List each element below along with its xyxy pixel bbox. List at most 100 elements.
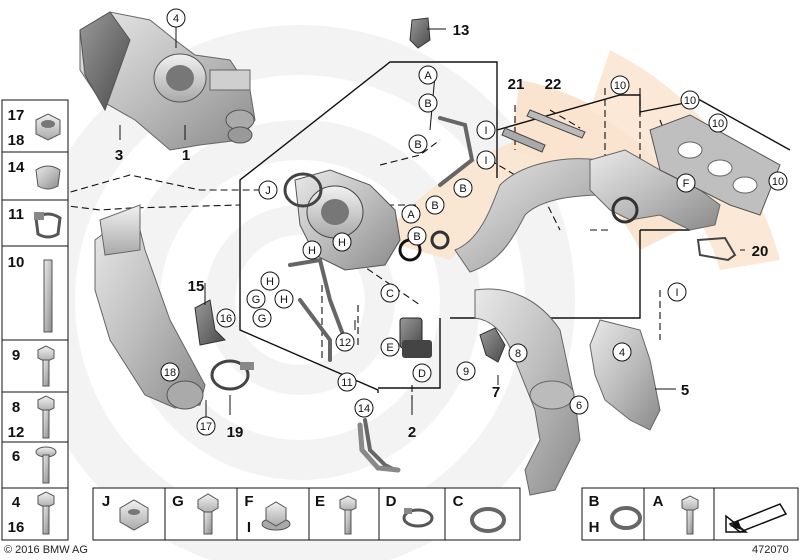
stud-bolt-icon [43,259,53,333]
callout-9: 9 [463,366,469,378]
side-label-6: 6 [12,448,20,465]
bottom-label-g: G [172,493,184,510]
seal-ring-icon-b [610,506,642,530]
side-label-10: 10 [8,254,25,271]
letter-d: D [418,368,426,380]
callout-4-mid: 4 [619,347,625,359]
side-label-18: 18 [8,132,25,149]
bottom-label-h: H [589,519,600,536]
side-label-14: 14 [8,159,25,176]
side-label-11: 11 [8,206,24,223]
letter-f: F [683,178,690,190]
side-label-4: 4 [12,494,21,511]
side-panel-labels: 17 18 14 11 10 9 8 12 6 4 16 [8,107,25,536]
hex-bolt-icon-e [339,495,357,535]
callout-11: 11 [341,377,352,389]
bottom-label-i: I [247,519,251,536]
hex-bolt-icon-9 [37,345,55,387]
callout-10-b: 10 [684,95,696,107]
catalytic-converter [94,204,206,410]
number-callouts: 1 2 3 5 7 13 15 19 20 21 22 [115,22,769,441]
letter-b-bottom: B [413,231,420,243]
side-label-17: 17 [8,107,25,124]
hex-bolt-icon-4 [37,491,55,535]
callout-13: 13 [453,22,470,39]
bracket-part-20 [696,236,737,262]
torx-bolt-icon-6 [35,446,57,484]
letter-g-b: G [258,313,267,325]
letter-h-a: H [338,237,346,249]
letter-h-d: H [280,294,288,306]
callout-7: 7 [492,384,500,401]
callout-12: 12 [339,337,351,349]
bottom-label-d: D [386,493,397,510]
clamp-part-19 [210,359,254,391]
circled-letter-labels: A B B I I B B A B J H H H H G G C E D F … [252,70,690,380]
banjo-bolt-icon-a [681,495,699,535]
callout-5: 5 [681,382,689,399]
flange-nut-icon-f [261,501,291,531]
valve-part-e [399,317,432,358]
letter-h-b: H [308,245,316,257]
callout-10-c: 10 [712,118,724,130]
callout-21: 21 [508,76,525,93]
bottom-parts-panel [92,487,521,541]
seal-ring-icon-c [470,507,506,533]
letter-a-top: A [424,70,432,82]
diagram-number: 472070 [752,544,789,556]
callout-18: 18 [164,367,176,379]
flange-nut-icon-j [119,499,149,531]
bracket-part-21 [501,127,546,153]
letter-b-mid: B [414,139,421,151]
callout-19: 19 [227,424,244,441]
callout-10-a: 10 [614,80,626,92]
bottom-label-c: C [453,493,464,510]
hose-clamp-icon [35,165,61,190]
letter-i-top: I [484,125,487,137]
side-panel-icons [34,113,62,535]
heat-shield-part-3 [79,11,131,112]
manifold-gasket [649,114,781,216]
callout-8: 8 [515,348,521,360]
bottom-right-parts-panel [581,487,799,541]
pipe-part-14 [357,422,401,473]
assembly-outline [239,61,791,393]
callout-3: 3 [115,147,123,164]
bottom-right-panel-labels: B H A [589,493,664,536]
side-label-16: 16 [8,519,25,536]
letter-e: E [386,342,393,354]
letter-b-low: B [431,200,438,212]
letter-h-c: H [266,276,274,288]
letter-i-right: I [675,287,678,299]
callout-20: 20 [752,243,769,260]
letter-b-right: B [459,183,466,195]
callout-4-top: 4 [173,13,179,25]
banjo-bolt-icon-g [197,493,219,535]
bottom-label-b: B [589,493,600,510]
letter-b-top: B [424,98,431,110]
callout-2: 2 [408,424,416,441]
bottom-label-e: E [315,493,325,510]
circled-number-labels: 4 10 10 10 10 16 18 17 12 11 14 8 9 6 4 [164,13,784,433]
callout-16: 16 [220,313,232,325]
side-label-9: 9 [12,347,20,364]
callout-10-d: 10 [772,176,784,188]
letter-g-a: G [252,294,261,306]
letter-a-low: A [407,209,415,221]
bracket-part-22 [526,109,586,139]
side-label-8: 8 [12,399,20,416]
bottom-label-f: F [244,493,253,510]
callout-17: 17 [200,421,212,433]
letter-j: J [265,185,271,197]
bracket-part-15 [194,299,227,346]
bottom-panel-labels: J G F I E D C [102,493,464,536]
hex-bolt-icon-8 [37,395,55,439]
bottom-label-j: J [102,493,110,510]
side-parts-panel [1,99,69,541]
intake-pipe [474,288,581,496]
arrow-icon [725,503,788,533]
side-label-12: 12 [8,424,25,441]
callout-22: 22 [545,76,562,93]
exhaust-manifold [589,149,721,231]
